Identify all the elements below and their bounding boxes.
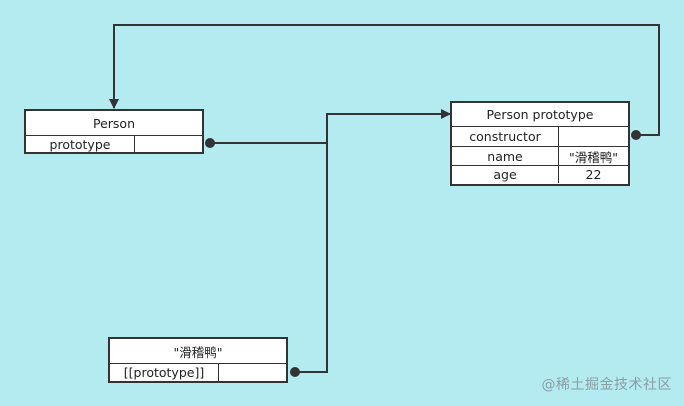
instance-title: "滑稽鸭" [173,344,223,360]
connector-person-to-prototype [210,109,451,144]
constructor-value [558,127,628,146]
constructor-label: constructor [469,129,541,144]
name-label: name [487,148,523,164]
age-value: 22 [558,166,628,183]
person-prototype-value [134,136,202,152]
age-label: age [493,167,517,182]
person-box: Person prototype [24,109,204,154]
connector-instance-to-prototype [295,143,328,373]
person-prototype-box: Person prototype constructor name "滑稽鸭" … [450,101,630,186]
connector-constructor-to-person [109,24,660,136]
instance-box: "滑稽鸭" [[prototype]] [108,337,288,383]
connector-dot-constructor [631,130,641,140]
connector-dot-person [205,138,215,148]
instance-prototype-label: [[prototype]] [123,365,205,380]
person-prototype-label: prototype [49,136,111,152]
watermark: @稀土掘金技术社区 [541,377,672,393]
person-prototype-title: Person prototype [486,107,594,122]
person-title: Person [92,115,135,131]
name-value: "滑稽鸭" [558,147,628,165]
connector-dot-instance [290,367,300,377]
instance-prototype-value [218,364,286,381]
